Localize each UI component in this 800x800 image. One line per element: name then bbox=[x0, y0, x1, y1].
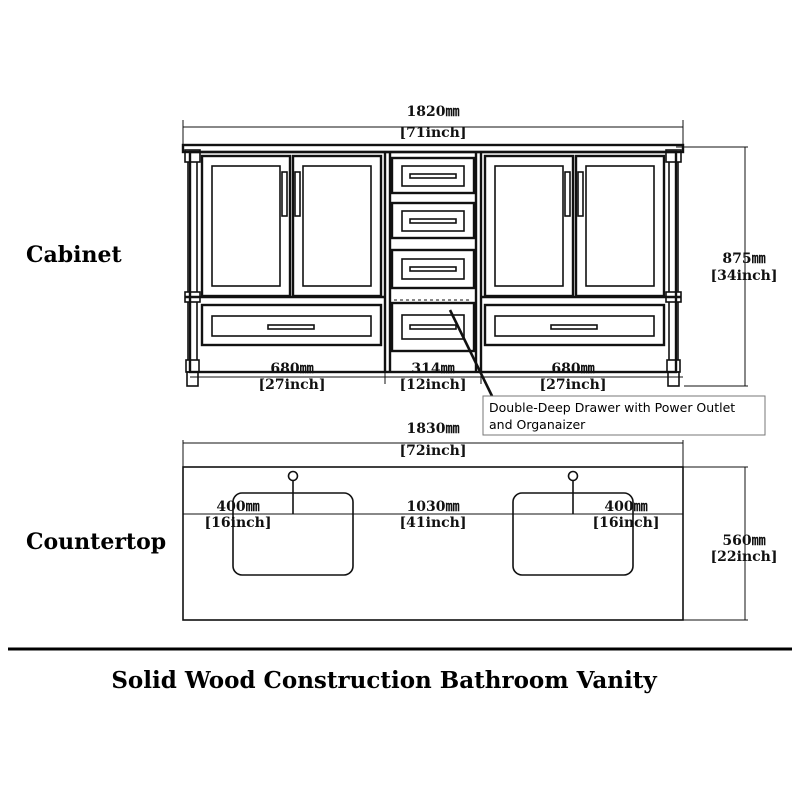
bay-dimensions: 680㎜ [27inch] 314㎜ [12inch] 680㎜ [27inch… bbox=[190, 361, 683, 393]
countertop-plan bbox=[182, 466, 684, 621]
drawer-front bbox=[390, 201, 476, 240]
left-cabinet-doors bbox=[200, 154, 383, 298]
drawer-pull bbox=[409, 266, 457, 272]
countertop-width-dimension: 1830㎜ [72inch] bbox=[182, 421, 684, 467]
countertop-depth-dimension: 560㎜ [22inch] bbox=[683, 466, 778, 621]
door-handle bbox=[294, 171, 301, 217]
left-column bbox=[184, 149, 201, 387]
right-sink-mm: 400㎜ bbox=[604, 499, 647, 515]
countertop-width-in: [72inch] bbox=[400, 443, 467, 459]
left-bay-in: [27inch] bbox=[259, 377, 326, 393]
drawer-pull bbox=[409, 173, 457, 179]
drawer-front bbox=[483, 303, 666, 347]
right-faucet-hole bbox=[567, 470, 579, 482]
countertop-outline bbox=[182, 466, 684, 621]
cabinet-height-dimension: 875㎜ [34inch] bbox=[676, 146, 778, 387]
sink-dimensions: 400㎜ [16inch] 1030㎜ [41inch] 400㎜ [16inc… bbox=[205, 499, 660, 531]
center-drawers bbox=[390, 156, 476, 353]
drawer-front bbox=[200, 303, 383, 347]
door-panel bbox=[574, 154, 666, 298]
drawer-pull bbox=[409, 218, 457, 224]
callout-line-1: Double-Deep Drawer with Power Outlet bbox=[489, 400, 735, 415]
callout-leader bbox=[448, 309, 494, 397]
door-handle bbox=[281, 171, 288, 217]
section-label-cabinet: Cabinet bbox=[26, 242, 122, 268]
cabinet-height-in: [34inch] bbox=[711, 268, 778, 284]
cabinet-width-in: [71inch] bbox=[400, 125, 467, 141]
countertop-width-mm: 1830㎜ bbox=[407, 421, 460, 437]
left-faucet-hole bbox=[287, 470, 299, 482]
door-panel bbox=[200, 154, 292, 298]
door-handle bbox=[564, 171, 571, 217]
drawer-pull bbox=[267, 324, 315, 330]
drawer-front bbox=[390, 156, 476, 195]
sink-gap-in: [41inch] bbox=[400, 515, 467, 531]
callout-line-2: and Organaizer bbox=[489, 417, 586, 432]
cabinet-width-mm: 1820㎜ bbox=[407, 104, 460, 120]
drawer-front-double-deep bbox=[390, 301, 476, 353]
right-bay-mm: 680㎜ bbox=[551, 361, 594, 377]
right-column bbox=[665, 149, 682, 387]
section-label-countertop: Countertop bbox=[26, 529, 166, 555]
left-foot bbox=[186, 371, 199, 387]
drawer-front bbox=[390, 248, 476, 290]
drawer-pull bbox=[550, 324, 598, 330]
countertop-depth-in: [22inch] bbox=[711, 549, 778, 565]
drawing-title: Solid Wood Construction Bathroom Vanity bbox=[111, 667, 657, 694]
sink-gap-mm: 1030㎜ bbox=[407, 499, 460, 515]
bottom-drawers bbox=[200, 303, 666, 347]
drawer-pull bbox=[409, 324, 457, 330]
cabinet-width-dimension: 1820㎜ [71inch] bbox=[182, 104, 684, 145]
left-sink-in: [16inch] bbox=[205, 515, 272, 531]
cabinet-body bbox=[188, 150, 678, 374]
door-panel bbox=[291, 154, 383, 298]
right-foot bbox=[667, 371, 680, 387]
drawer-callout: Double-Deep Drawer with Power Outlet and… bbox=[448, 309, 766, 436]
right-bay-in: [27inch] bbox=[540, 377, 607, 393]
door-panel bbox=[483, 154, 575, 298]
cabinet-height-mm: 875㎜ bbox=[722, 251, 765, 267]
callout-box bbox=[482, 395, 766, 436]
center-bay-in: [12inch] bbox=[400, 377, 467, 393]
right-sink-in: [16inch] bbox=[593, 515, 660, 531]
countertop-depth-mm: 560㎜ bbox=[722, 533, 765, 549]
cabinet-elevation bbox=[181, 143, 685, 387]
right-cabinet-doors bbox=[483, 154, 666, 298]
door-handle bbox=[577, 171, 584, 217]
left-bay-mm: 680㎜ bbox=[270, 361, 313, 377]
center-bay-mm: 314㎜ bbox=[411, 361, 454, 377]
left-sink-mm: 400㎜ bbox=[216, 499, 259, 515]
